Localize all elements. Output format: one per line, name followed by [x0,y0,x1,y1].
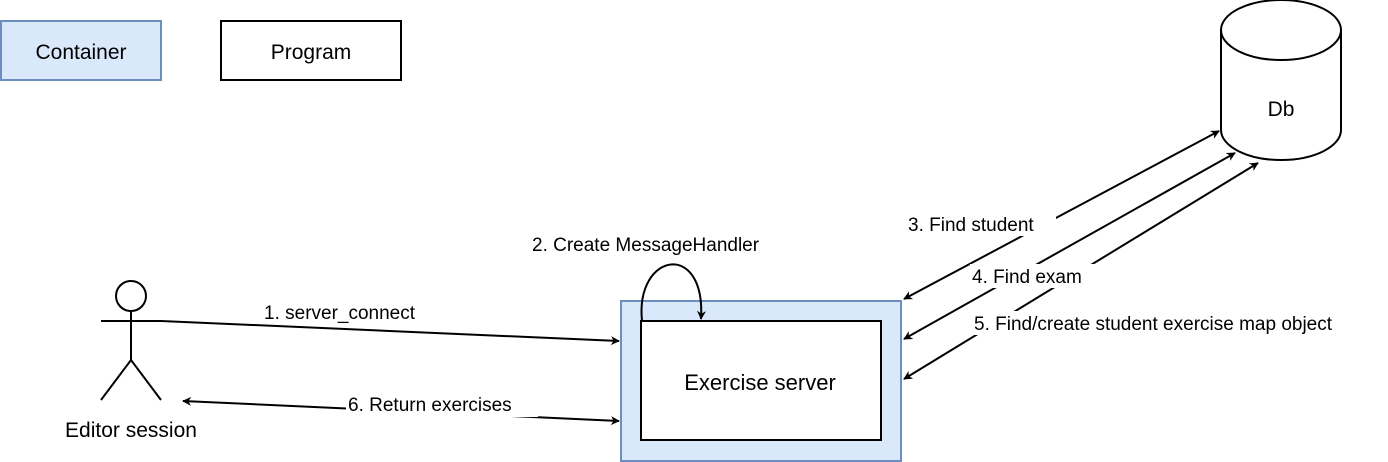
legend-container-swatch [0,20,162,81]
db-cylinder-body [1220,30,1342,161]
edge-label-step1: 1. server_connect [264,303,416,324]
db-node: Db [1220,0,1342,161]
legend-container-label: Container [35,41,126,64]
legend: Container Program [0,20,402,81]
edge-label-step4-bg [970,264,1100,288]
server-label: Exercise server [684,370,836,395]
edge-label-step3: 3. Find student [908,215,1034,236]
edge-label-step2: 2. Create MessageHandler [532,235,760,256]
edge-label-step6-bg [346,393,538,417]
edge-label-step6: 6. Return exercises [348,395,512,416]
legend-program-label: Program [271,41,352,64]
edge-label-step3-bg [906,212,1056,236]
legend-program-swatch [220,20,402,81]
edge-labels: 1. server_connect 2. Create MessageHandl… [264,212,1386,417]
actor-label: Editor session [65,419,197,442]
actor-icon [100,280,162,401]
server-container: Exercise server [620,300,902,462]
edge-label-step5-bg [972,311,1386,335]
edge-create-handler [640,263,706,322]
db-label: Db [1268,98,1295,121]
edge-label-step5: 5. Find/create student exercise map obje… [974,314,1333,335]
edge-label-step4: 4. Find exam [972,267,1082,288]
db-cylinder-top [1220,0,1342,61]
server-program-box [640,320,882,441]
edge-server-connect [160,320,620,346]
actor-node: Editor session [65,280,197,442]
